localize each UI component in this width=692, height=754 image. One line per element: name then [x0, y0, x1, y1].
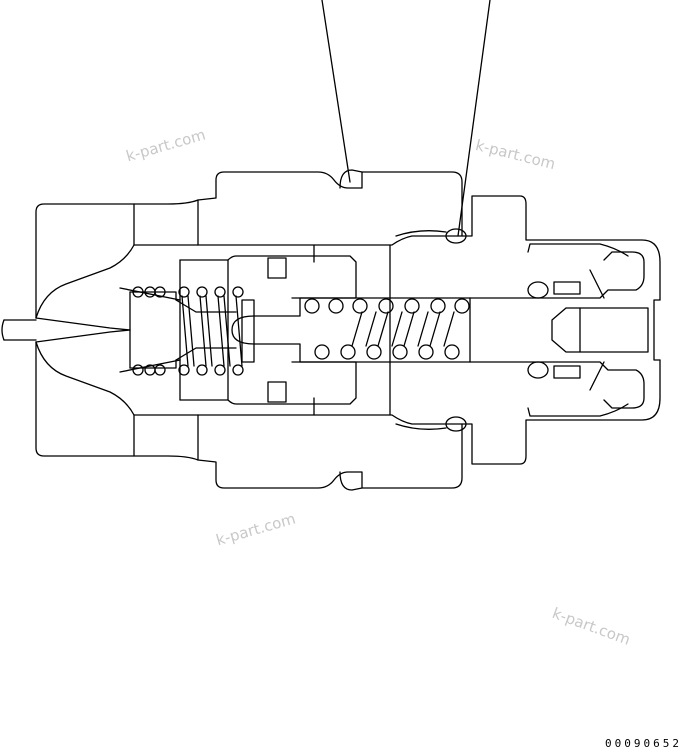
leader-lines [321, 0, 491, 237]
valve-body-outline [35, 171, 661, 489]
inlet-pipe [1, 244, 181, 416]
drawing-number: 00090652 [605, 737, 682, 750]
central-spool [231, 297, 471, 363]
seal-grooves [339, 169, 467, 491]
right-spring [304, 298, 470, 360]
inner-chamber [179, 255, 357, 405]
left-spring [132, 286, 244, 376]
right-plug [469, 243, 649, 417]
